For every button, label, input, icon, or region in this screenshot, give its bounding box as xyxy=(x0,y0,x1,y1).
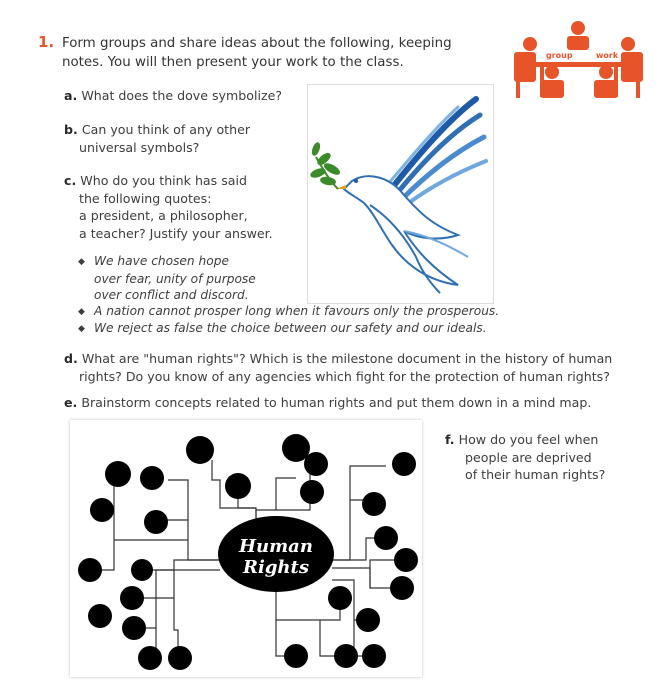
dove-image xyxy=(307,84,494,304)
question-d-letter: d. xyxy=(64,351,78,366)
question-c-line-4: a teacher? Justify your answer. xyxy=(79,225,273,241)
quote-1: ◆ We have chosen hope over fear, unity of… xyxy=(78,253,256,304)
quote-1-line-2: over fear, unity of purpose xyxy=(94,271,256,286)
instruction-line-2: notes. You will then present your work t… xyxy=(62,55,404,70)
quote-2: ◆ A nation cannot prosper long when it fa… xyxy=(78,303,499,321)
question-b-line-1: Can you think of any other xyxy=(81,122,251,137)
mind-map-image: Human Rights xyxy=(70,420,422,677)
question-c-line-3: a president, a philosopher, xyxy=(79,208,248,223)
question-d-line-1: What are "human rights"? Which is the mi… xyxy=(81,351,613,366)
question-c-line-1: Who do you think has said xyxy=(80,173,247,188)
quote-1-line-1: We have chosen hope xyxy=(94,254,229,268)
question-f: f. How do you feel when people are depri… xyxy=(445,431,605,484)
question-b: b. Can you think of any other universal … xyxy=(64,121,250,156)
bullet-icon: ◆ xyxy=(78,324,85,334)
question-f-line-2: people are deprived xyxy=(465,449,592,465)
question-b-letter: b. xyxy=(64,122,78,137)
question-b-line-2: universal symbols? xyxy=(79,139,200,155)
quote-3-text: We reject as false the choice between ou… xyxy=(94,321,487,335)
question-a-text: What does the dove symbolize? xyxy=(81,88,283,103)
question-d: d. What are "human rights"? Which is the… xyxy=(64,350,664,385)
question-e-text: Brainstorm concepts related to human rig… xyxy=(81,395,592,410)
question-d-line-2: rights? Do you know of any agencies whic… xyxy=(79,368,610,384)
group-work-icon: group work xyxy=(512,18,645,100)
exercise-instruction: Form groups and share ideas about the fo… xyxy=(62,34,482,72)
group-label: group xyxy=(546,51,573,60)
question-c: c. Who do you think has said the followi… xyxy=(64,172,273,242)
instruction-line-1: Form groups and share ideas about the fo… xyxy=(62,36,452,51)
mind-map-center-line-1: Human xyxy=(238,536,313,557)
question-c-line-2: the following quotes: xyxy=(79,190,212,206)
bullet-icon: ◆ xyxy=(78,257,85,267)
question-e: e. Brainstorm concepts related to human … xyxy=(64,394,591,412)
question-e-letter: e. xyxy=(64,395,78,410)
work-label: work xyxy=(596,51,619,60)
question-f-letter: f. xyxy=(445,432,455,447)
question-f-line-3: of their human rights? xyxy=(465,467,606,482)
quote-3: ◆ We reject as false the choice between o… xyxy=(78,320,487,338)
quote-2-text: A nation cannot prosper long when it fav… xyxy=(94,304,500,318)
bullet-icon: ◆ xyxy=(78,307,85,317)
exercise-number: 1. xyxy=(38,33,55,51)
question-f-line-1: How do you feel when xyxy=(458,432,599,447)
mind-map-center-line-2: Rights xyxy=(242,557,309,578)
quote-1-line-3: over conflict and discord. xyxy=(94,288,249,302)
question-a: a. What does the dove symbolize? xyxy=(64,87,282,105)
question-a-letter: a. xyxy=(64,88,78,103)
question-c-letter: c. xyxy=(64,173,77,188)
